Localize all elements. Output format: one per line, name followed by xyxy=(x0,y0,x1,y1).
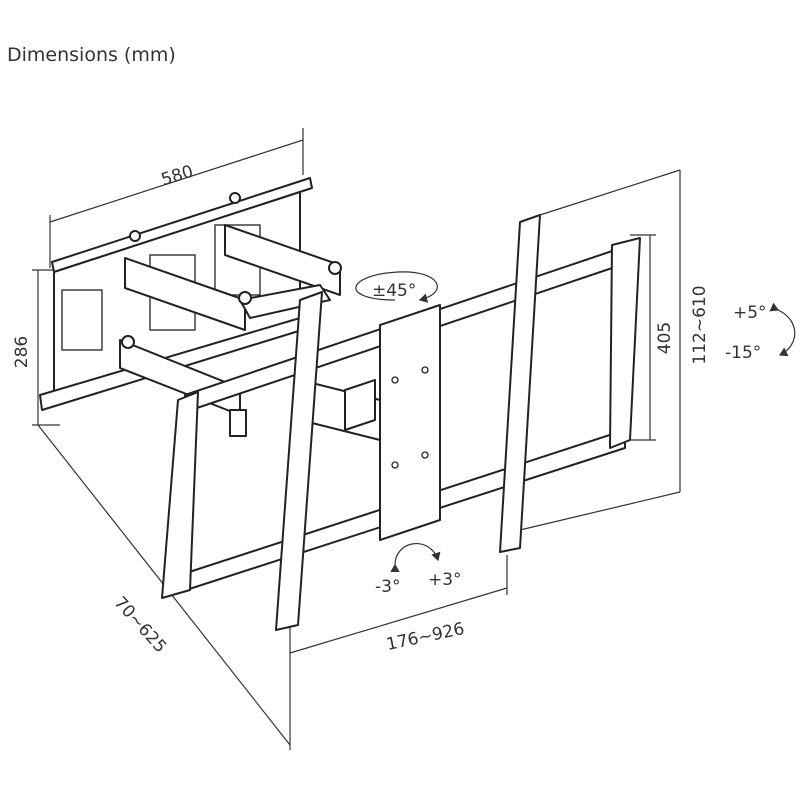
tilt-down-label: -15° xyxy=(725,343,761,363)
vertical-brackets xyxy=(275,214,541,631)
horizontal-span-label: 176~926 xyxy=(385,619,467,655)
plate-width-label: 580 xyxy=(159,162,196,191)
tilt-up-label: +5° xyxy=(733,303,767,323)
center-plate xyxy=(344,304,441,541)
swivel-label: ±45° xyxy=(372,281,416,301)
plate-height-label: 286 xyxy=(12,336,32,368)
bracket-height-label: 405 xyxy=(655,322,675,354)
rotation-arrows xyxy=(355,271,796,573)
roll-plus-label: +3° xyxy=(428,570,462,590)
diagram-title: Dimensions (mm) xyxy=(7,44,176,66)
roll-minus-label: -3° xyxy=(375,577,400,597)
dimension-lines xyxy=(32,128,681,750)
vertical-adjust-label: 112~610 xyxy=(690,285,710,364)
extension-label: 70~625 xyxy=(110,593,171,657)
